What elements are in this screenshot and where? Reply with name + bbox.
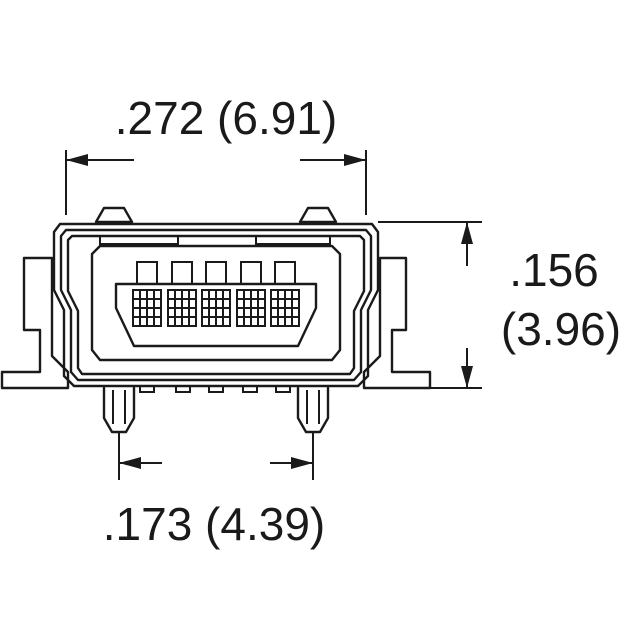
height-arrow-top bbox=[461, 222, 473, 244]
shell-wall-3 bbox=[66, 234, 366, 376]
shell-inner-opening bbox=[90, 244, 342, 362]
pin-spacing-dimension-label: .173 (4.39) bbox=[103, 498, 325, 550]
solder-tail-2 bbox=[175, 385, 191, 393]
pin-spacing-arrow-left bbox=[119, 457, 141, 469]
locating-post-left bbox=[102, 386, 136, 434]
height-dimension bbox=[378, 221, 482, 389]
solder-tail-5 bbox=[275, 385, 291, 393]
solder-tail-1 bbox=[139, 385, 155, 393]
mounting-tab-right bbox=[362, 256, 432, 390]
contact-3-tab bbox=[205, 261, 227, 285]
solder-tails bbox=[139, 385, 291, 393]
latch-bump-left bbox=[94, 206, 134, 224]
pin-spacing-arrow-right bbox=[291, 457, 313, 469]
pin-spacing-dimension bbox=[118, 432, 314, 480]
contact-4 bbox=[236, 261, 266, 327]
solder-tail-3 bbox=[208, 385, 224, 393]
shell-outer-wall bbox=[52, 222, 380, 388]
shell-top-step-right bbox=[255, 236, 331, 245]
contact-1-tab bbox=[136, 261, 158, 285]
latch-bump-right bbox=[298, 206, 338, 224]
contact-1 bbox=[132, 261, 162, 327]
width-dimension bbox=[65, 150, 367, 215]
contact-tongue bbox=[114, 282, 318, 348]
locating-post-right bbox=[296, 386, 330, 434]
contact-2 bbox=[167, 261, 197, 327]
width-arrow-right bbox=[344, 154, 366, 166]
height-arrow-bottom bbox=[461, 366, 473, 388]
width-arrow-left bbox=[66, 154, 88, 166]
contact-2-tab bbox=[171, 261, 193, 285]
height-dimension-label-value: .156 bbox=[509, 244, 599, 296]
solder-tail-4 bbox=[242, 385, 258, 393]
contact-3 bbox=[201, 261, 231, 327]
connector-shell bbox=[52, 222, 380, 388]
mounting-tab-left bbox=[0, 256, 70, 390]
contact-5-tab bbox=[274, 261, 296, 285]
shell-top-step-left bbox=[99, 236, 179, 245]
contact-5 bbox=[270, 261, 300, 327]
contact-array bbox=[132, 261, 300, 327]
shell-wall-2 bbox=[59, 228, 373, 382]
width-dimension-label: .272 (6.91) bbox=[115, 92, 337, 144]
height-dimension-label-metric: (3.96) bbox=[501, 303, 621, 355]
contact-4-tab bbox=[240, 261, 262, 285]
